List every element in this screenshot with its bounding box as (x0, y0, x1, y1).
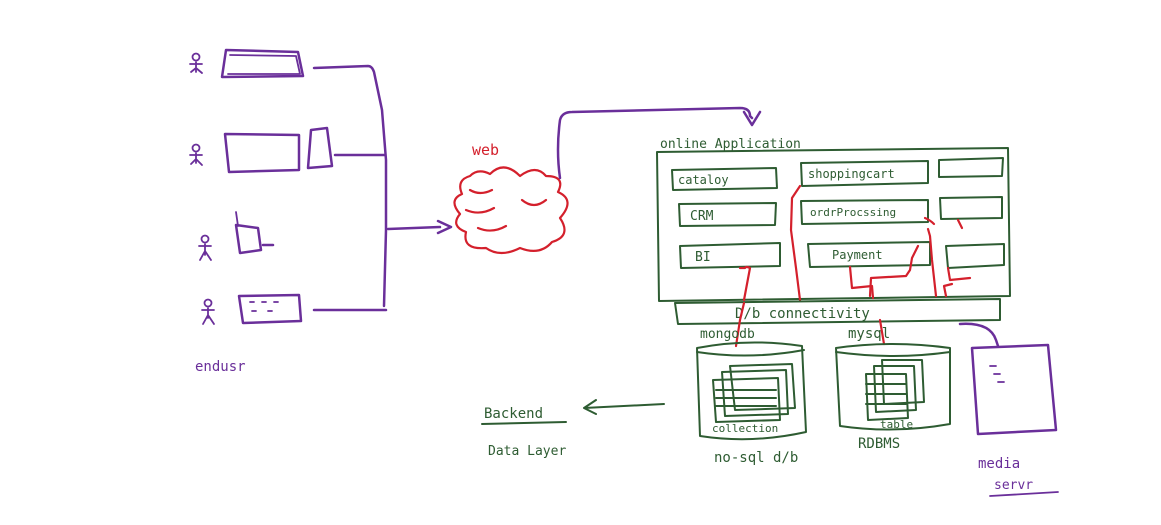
module-catalog: cataloy (678, 173, 729, 187)
media-server-link (958, 322, 1000, 348)
web-cloud: web (453, 141, 569, 255)
backend-label-group: Backend Data Layer (481, 399, 665, 459)
db-connectivity-label: D/b connectivity (735, 306, 870, 322)
mysql-inner-label: table (880, 418, 913, 431)
mongodb-cylinder (696, 341, 807, 441)
mongodb-store: mongodb collection no-sql d/b (696, 327, 807, 466)
mongodb-label: mongodb (700, 327, 755, 342)
mysql-cylinder (835, 343, 951, 431)
mysql-label: mysql (848, 326, 890, 342)
module-connections (738, 184, 972, 302)
user-icon (201, 298, 215, 325)
end-users-label: endusr (195, 359, 246, 375)
db-links (734, 301, 886, 348)
user-icon (189, 143, 203, 166)
cloud-icon (453, 166, 569, 255)
media-server: media servr (970, 343, 1059, 497)
end-users-group: endusr (189, 48, 334, 375)
web-label: web (472, 141, 499, 159)
online-application-box (656, 147, 1011, 302)
module-bi: BI (695, 250, 711, 265)
mongodb-inner-label: collection (712, 422, 778, 435)
module-crm: CRM (690, 209, 714, 224)
module-shopping-cart: shoppingcart (808, 167, 895, 181)
tablet-and-phone-icon (223, 126, 334, 174)
media-server-box (970, 343, 1058, 436)
online-application: online Application cataloy shoppingcart … (656, 137, 1011, 302)
mysql-store: mysql table RDBMS (835, 326, 951, 452)
backend-label-line1: Backend (484, 406, 543, 422)
user-connectors (261, 64, 453, 312)
mobile-phone-icon (234, 211, 263, 255)
user-icon (198, 234, 212, 261)
backend-arrow (583, 399, 665, 415)
backend-label-line2: Data Layer (488, 444, 566, 459)
media-server-caption-1: media (978, 456, 1020, 472)
monitor-icon (237, 293, 303, 325)
db-connectivity: D/b connectivity (674, 298, 1001, 325)
table-stack-icon (865, 359, 925, 421)
media-server-caption-2: servr (994, 478, 1033, 493)
document-stack-icon (712, 363, 796, 423)
module-order-processing: ordrProcssing (810, 206, 896, 219)
user-icon (189, 52, 203, 74)
db-connectivity-bar (674, 298, 1001, 325)
web-to-app-arrow (556, 106, 762, 180)
module-payment: Payment (832, 248, 883, 262)
mysql-caption: RDBMS (858, 436, 900, 452)
laptop-icon (220, 48, 305, 79)
online-application-title: online Application (660, 137, 801, 152)
mongodb-caption: no-sql d/b (714, 450, 798, 466)
